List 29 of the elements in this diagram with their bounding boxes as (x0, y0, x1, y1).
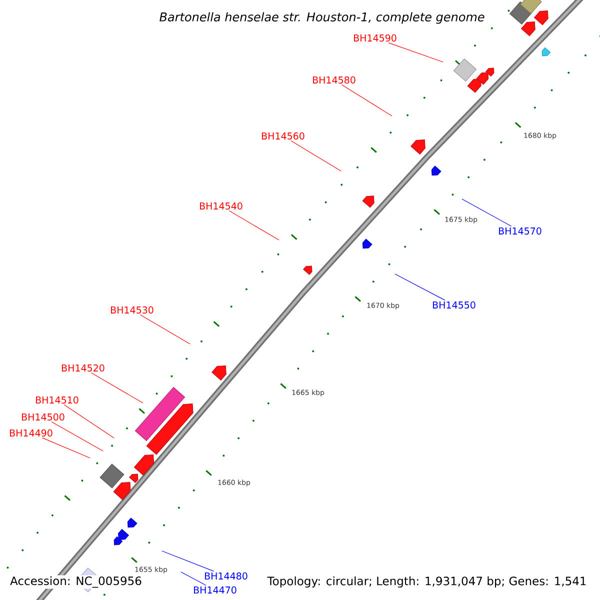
leader-line (64, 404, 114, 438)
title: Bartonella henselae str. Houston-1, complete genome (158, 11, 486, 25)
gene-label: BH14560 (262, 132, 304, 140)
leader-line (388, 42, 444, 62)
leader-line (462, 198, 512, 226)
gene-label: BH14470 (194, 586, 236, 594)
gene-label: BH14580 (312, 76, 356, 84)
gene-label: BH14590 (354, 34, 396, 42)
gene-label: BH14480 (204, 572, 248, 580)
accession-label: Accession: NC_005956 (9, 575, 143, 589)
gene-label: BH14550 (433, 301, 476, 309)
leader-line (162, 550, 214, 572)
leader-line (180, 572, 206, 586)
gene-label: BH14540 (200, 202, 242, 210)
leader-line (290, 140, 342, 172)
leader-line (51, 422, 104, 452)
gene-label: BH14500 (22, 413, 64, 421)
gene-label: BH14510 (36, 396, 78, 404)
leader-line (140, 314, 190, 344)
gene-label: BH14490 (10, 429, 52, 437)
leader-line (90, 372, 144, 404)
leader-line (394, 274, 446, 300)
gene-label: BH14520 (62, 364, 104, 372)
genome-info-text: Topology: circular; Length: 1,931,047 bp; Genes: 1,541 (266, 575, 588, 589)
leader-line (42, 438, 90, 458)
leader-line (341, 84, 392, 116)
gene-label: BH14530 (110, 306, 154, 314)
gene-label: BH14570 (499, 227, 542, 235)
leader-line (228, 210, 280, 240)
